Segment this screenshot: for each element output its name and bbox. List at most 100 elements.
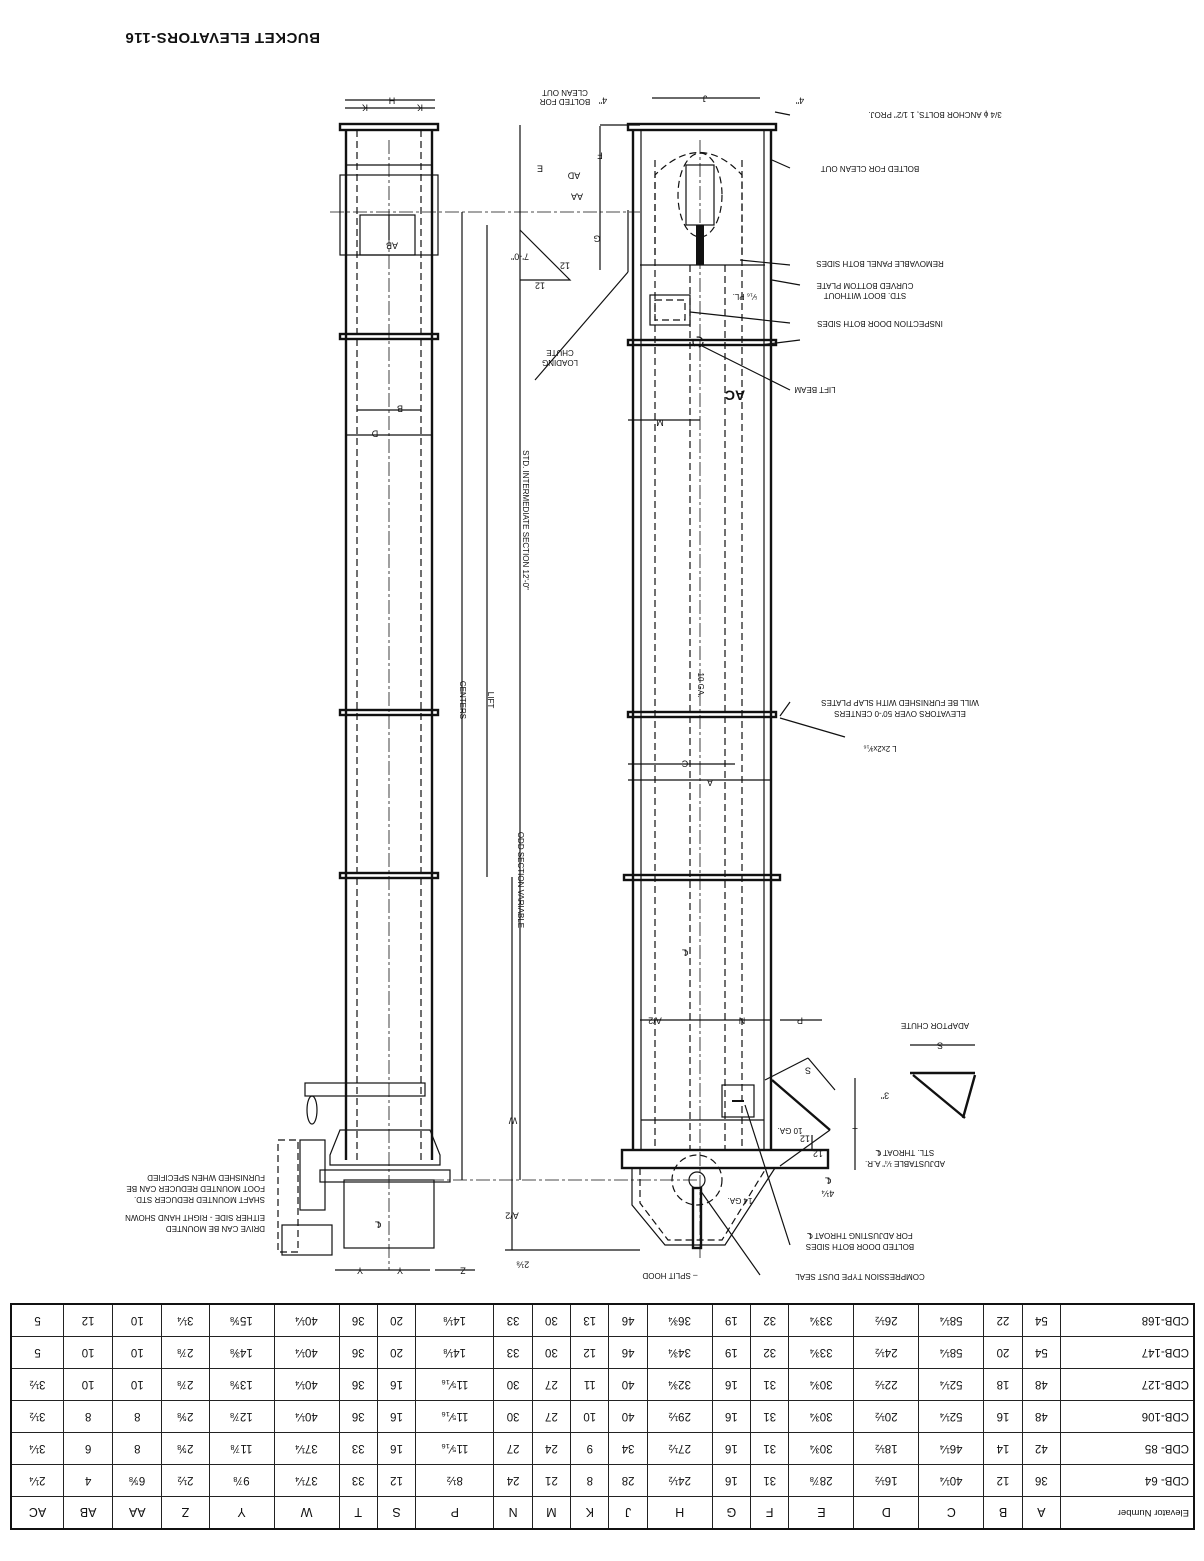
dim-k-right: K xyxy=(417,103,423,113)
table-cell-d: 20½ xyxy=(853,1400,919,1433)
table-cell-c: 58¼ xyxy=(918,1336,984,1369)
table-cell-g: 19 xyxy=(712,1304,751,1337)
table-cell-j: 34 xyxy=(608,1432,648,1465)
dim-n: N xyxy=(739,1016,746,1026)
table-cell-a: 48 xyxy=(1022,1400,1061,1433)
dim-w: W xyxy=(508,1116,517,1126)
table-cell-c: 40¼ xyxy=(918,1464,984,1497)
table-cell-g: 16 xyxy=(712,1432,751,1465)
table-cell-t: 36 xyxy=(339,1400,378,1433)
table-cell-c: 46¼ xyxy=(918,1432,984,1465)
column-header-z: Z xyxy=(161,1496,210,1529)
column-header-ab: AB xyxy=(63,1496,113,1529)
column-header-t: T xyxy=(339,1496,378,1529)
dim-3in: 3" xyxy=(881,1091,889,1101)
slope-12b: 12 xyxy=(535,281,545,291)
clean-out-note: CLEAN OUT xyxy=(542,88,588,97)
bolted-for-note: BOLTED FOR xyxy=(540,97,591,106)
table-cell-ab: 12 xyxy=(63,1304,113,1337)
table-cell-m: 24 xyxy=(532,1432,571,1465)
table-cell-d: 22½ xyxy=(853,1368,919,1401)
table-cell-b: 12 xyxy=(983,1464,1023,1497)
drawing-labels: 3/4 ϕ ANCHOR BOLTS, 1 1/2" PROJ. BOLTED … xyxy=(125,88,1002,1281)
table-cell-k: 11 xyxy=(570,1368,609,1401)
table-cell-j: 28 xyxy=(608,1464,648,1497)
bolted-door-note: BOLTED DOOR BOTH SIDES xyxy=(806,1242,914,1251)
column-header-ac: AC xyxy=(11,1496,64,1529)
curved-plate-note: CURVED BOTTOM PLATE xyxy=(817,281,914,290)
table-cell-w: 40¼ xyxy=(274,1304,340,1337)
table-cell-k: 9 xyxy=(570,1432,609,1465)
table-cell-h: 29½ xyxy=(647,1400,713,1433)
table-cell-c: 52¼ xyxy=(918,1368,984,1401)
table-cell-n: 33 xyxy=(493,1304,533,1337)
dim-h: H xyxy=(389,96,396,106)
drive-note-1: DRIVE CAN BE MOUNTED xyxy=(166,1224,265,1233)
table-cell-g: 16 xyxy=(712,1400,751,1433)
table-cell-z: 2⅝ xyxy=(161,1432,210,1465)
table-cell-a: 54 xyxy=(1022,1336,1061,1369)
dim-d: D xyxy=(371,429,378,439)
centerline-boot: ℄ xyxy=(825,1176,832,1186)
throat-cl-note: STL. THROAT ℄ xyxy=(875,1148,934,1157)
inspection-door-note: INSPECTION DOOR BOTH SIDES xyxy=(817,319,943,328)
dim-4-quarter: 4¼ xyxy=(821,1189,834,1199)
table-cell-aa: 10 xyxy=(112,1304,162,1337)
table-cell-m: 21 xyxy=(532,1464,571,1497)
front-view-casing xyxy=(330,97,977,1276)
table-cell-j: 40 xyxy=(608,1368,648,1401)
table-cell-aa: 10 xyxy=(112,1368,162,1401)
column-header-f: F xyxy=(750,1496,789,1529)
split-hood-note: – SPLIT HOOD xyxy=(642,1271,697,1280)
chute-note: CHUTE xyxy=(546,348,574,357)
table-cell-ab: 4 xyxy=(63,1464,113,1497)
dim-k-left: K xyxy=(362,103,368,113)
column-header-aa: AA xyxy=(112,1496,162,1529)
column-header-n: N xyxy=(493,1496,533,1529)
loading-note: LOADING xyxy=(542,358,578,367)
table-cell-y: 9⅞ xyxy=(209,1464,275,1497)
table-cell-j: 46 xyxy=(608,1304,648,1337)
dim-7ft: 7'-0" xyxy=(511,252,529,262)
slap-plates-note: ELEVATORS OVER 50'-0 CENTERS xyxy=(834,709,966,718)
table-cell-ac: 2¼ xyxy=(11,1464,64,1497)
table-cell-t: 33 xyxy=(339,1432,378,1465)
table-cell-f: 31 xyxy=(750,1432,789,1465)
adjusting-throat-note: FOR ADJUSTING THROAT ℄ xyxy=(806,1231,912,1240)
table-cell-p: 11⁵⁄₁₆ xyxy=(415,1368,494,1401)
column-header-p: P xyxy=(415,1496,494,1529)
table-cell-f: 32 xyxy=(750,1336,789,1369)
slap-plates-note-2: WILL BE FURNISHED WITH SLAP PLATES xyxy=(821,698,979,707)
table-cell-z: 2½ xyxy=(161,1464,210,1497)
table-cell-b: 18 xyxy=(983,1368,1023,1401)
table-cell-aa: 6⅝ xyxy=(112,1464,162,1497)
dim-s-adaptor: S xyxy=(937,1041,943,1051)
column-header-b: B xyxy=(983,1496,1023,1529)
table-cell-y: 11⅞ xyxy=(209,1432,275,1465)
column-header-g: G xyxy=(712,1496,751,1529)
table-cell-s: 12 xyxy=(377,1464,416,1497)
table-cell-h: 36¾ xyxy=(647,1304,713,1337)
table-cell-s: 20 xyxy=(377,1336,416,1369)
table-cell-z: 2⅞ xyxy=(161,1368,210,1401)
table-cell-f: 31 xyxy=(750,1464,789,1497)
dim-g: G xyxy=(593,234,600,244)
centers-label: CENTERS xyxy=(458,681,467,719)
table-cell-b: 16 xyxy=(983,1400,1023,1433)
table-cell-ab: 10 xyxy=(63,1368,113,1401)
dim-z: Z xyxy=(460,1266,466,1276)
angle-label: L 2x2x³⁄₁₆ xyxy=(863,744,896,753)
adaptor-chute-label: ADAPTOR CHUTE xyxy=(901,1021,969,1030)
column-header-s: S xyxy=(377,1496,416,1529)
table-cell-p: 14⅛ xyxy=(415,1336,494,1369)
table-cell-aa: 8 xyxy=(112,1400,162,1433)
table-cell-j: 46 xyxy=(608,1336,648,1369)
table-cell-d: 26½ xyxy=(853,1304,919,1337)
table-cell-g: 19 xyxy=(712,1336,751,1369)
table-cell-a: 48 xyxy=(1022,1368,1061,1401)
table-cell-aa: 8 xyxy=(112,1432,162,1465)
